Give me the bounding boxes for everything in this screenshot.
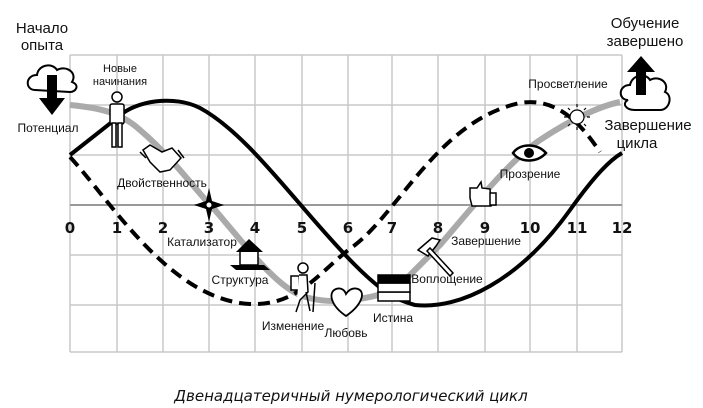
stage-label-structure: Структура [212,273,269,287]
hiker-icon [290,262,316,313]
stage-label-enlightenment: Просветление [528,77,608,91]
start-label-line1: Начало [16,20,68,37]
axis-number: 8 [433,219,443,237]
cycle-complete-line2: цикла [617,135,658,152]
stage-label-new-beginnings-2: начинания [93,76,147,88]
stage-label-love: Любовь [324,326,367,340]
solid-curve [68,98,624,308]
stage-label-catalyst: Катализатор [167,235,237,249]
axis-number: 9 [480,219,490,237]
compass-star-icon [194,188,224,222]
axis-number: 11 [567,219,588,237]
axis-number: 1 [112,219,122,237]
heart-icon [330,287,363,318]
thumbs-up-icon [469,180,497,207]
cycle-complete-line1: Завершение [604,117,691,134]
axis-number: 10 [520,219,541,237]
stage-label-duality: Двойственность [117,176,207,190]
eye-icon [511,144,548,162]
axis-number: 12 [612,219,633,237]
end-label-line1: Обучение [611,15,680,32]
axis-number: 5 [297,219,307,237]
hammer-icon [416,237,455,278]
stage-label-new-beginnings-1: Новые [103,63,137,75]
axis-number: 4 [250,219,260,237]
stage-label-insight: Прозрение [500,167,561,181]
axis-number: 0 [65,219,75,237]
stage-label-completion: Завершение [451,234,521,248]
gray-path-line [69,99,621,305]
person-icon [109,91,125,148]
cloud-down-arrow-icon [26,64,78,115]
axis-numbers: 0 1 2 3 4 5 6 7 8 9 10 11 12 [65,219,633,237]
axis-number: 7 [387,219,397,237]
stage-label-change: Изменение [262,319,325,333]
end-label-line2: завершено [607,33,684,50]
axis-number: 3 [204,219,214,237]
cloud-up-arrow-icon [619,56,671,111]
axis-number: 2 [158,219,168,237]
handshake-icon [139,144,185,173]
stage-label-truth: Истина [373,311,413,325]
dashed-curve [68,100,602,307]
stage-label-embodiment: Воплощение [411,272,483,286]
sun-icon [564,104,590,130]
diagram-caption: Двенадцатеричный нумерологический цикл [173,387,528,405]
axis-number: 6 [343,219,353,237]
start-label-line2: опыта [21,37,64,54]
house-icon [230,239,270,270]
potential-label: Потенциал [18,121,79,135]
books-icon [377,274,411,302]
